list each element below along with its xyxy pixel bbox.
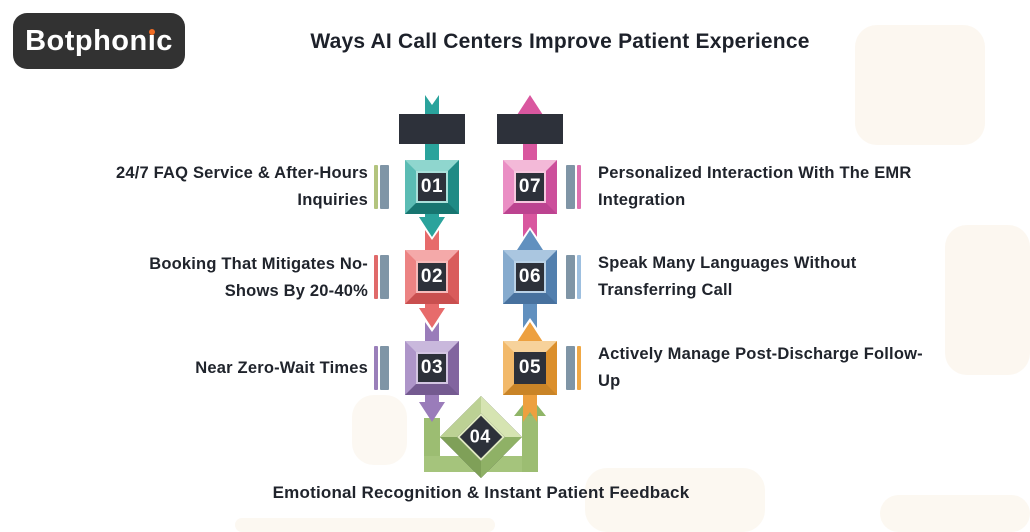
connector-right-arm [522,414,538,472]
tick-bar-thick [566,165,575,209]
logo-text-post: c [156,25,173,57]
tick-bar-thin [577,165,581,209]
step-02-square: 02 [405,250,459,304]
step-07-square: 07 [503,160,557,214]
page-title: Ways AI Call Centers Improve Patient Exp… [310,30,810,53]
step-06-label: Speak Many Languages Without Transferrin… [598,254,857,299]
step-04-number: 04 [470,426,492,447]
step-01-label: 24/7 FAQ Service & After-Hours Inquiries [115,164,368,209]
logo-text-pre: Botphon [25,25,148,57]
step-05-number: 05 [518,357,542,378]
step-05-label: Actively Manage Post-Discharge Follow-Up [598,345,923,390]
step-04-label: Emotional Recognition & Instant Patient … [272,483,690,502]
step-06-number: 06 [518,266,542,287]
logo-orange-dot-icon [149,29,156,35]
tick-bar-thick [380,346,389,390]
step-07-label: Personalized Interaction With The EMR In… [598,164,912,209]
step-06-square: 06 [503,250,557,304]
background-blob [945,225,1030,375]
tick-bar-thin [374,165,378,209]
tick-bar-thick [380,255,389,299]
tick-bar-thin [374,346,378,390]
tick-bar-thin [374,255,378,299]
step-03-square: 03 [405,341,459,395]
tick-bar-thin [577,346,581,390]
background-blob [585,468,765,532]
step-01-square: 01 [405,160,459,214]
step-07-number: 07 [518,176,542,197]
step-01-number: 01 [420,176,444,197]
top-slab-right [497,114,563,144]
tick-bar-thick [566,346,575,390]
background-blob [352,395,407,465]
tick-bar-thin [577,255,581,299]
step-03-number: 03 [420,357,444,378]
background-blob [235,518,495,532]
background-blob [880,495,1030,532]
logo-letter-i: ı [147,25,157,57]
background-blob [855,25,985,145]
top-slab-left [399,114,465,144]
step-03-label: Near Zero-Wait Times [195,359,368,377]
step-02-number: 02 [420,266,444,287]
tick-bar-thick [566,255,575,299]
step-02-label: Booking That Mitigates No-Shows By 20-40… [149,255,368,300]
tick-bar-thick [380,165,389,209]
step-05-square: 05 [503,341,557,395]
